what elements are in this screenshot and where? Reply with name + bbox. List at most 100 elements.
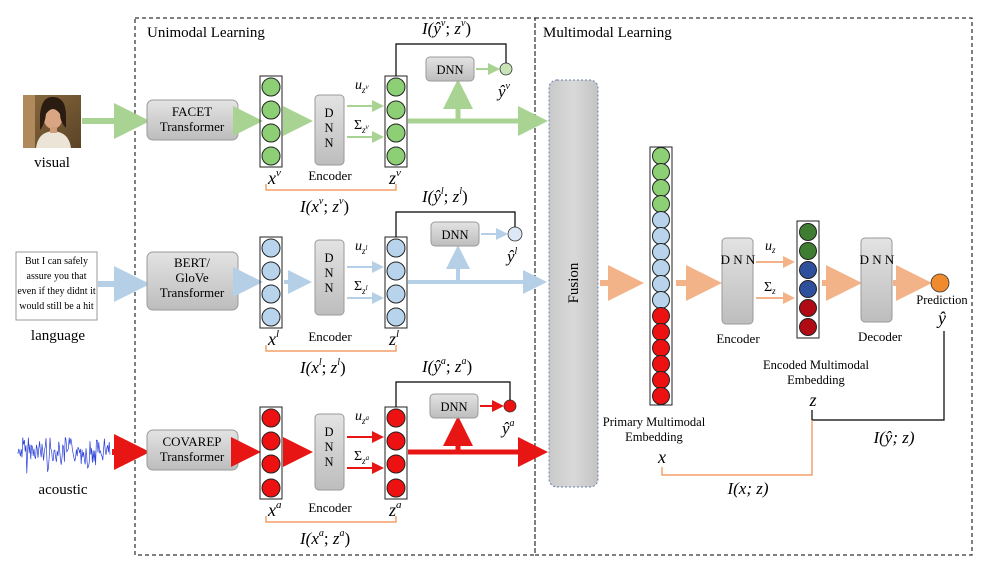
encoded-embedding-unit: [799, 261, 817, 279]
visual-yhat-node: [499, 62, 513, 76]
language-yhat-symbol: ŷl: [505, 246, 518, 266]
language-x-unit: [261, 284, 281, 304]
acoustic-input-label: acoustic: [38, 482, 87, 498]
language-mi-xz-label: I(xl; zl): [299, 357, 346, 377]
encoded-embedding-frame: [796, 220, 820, 339]
language-head-dnn-label: DNN: [441, 228, 468, 242]
language-u-label: uzl: [355, 239, 368, 256]
language-input-text: But I can safely assure you that even if…: [17, 256, 96, 312]
decoder-box: [860, 237, 893, 323]
primary-embedding-unit: [652, 339, 670, 357]
primary-embedding-unit: [652, 227, 670, 245]
acoustic-encoder-box: [314, 413, 345, 491]
visual-head-dnn-label: DNN: [436, 63, 463, 77]
visual-mi-xz-label: I(xv; zv): [299, 196, 349, 216]
primary-embedding-unit: [652, 323, 670, 341]
primary-embedding-unit: [652, 195, 670, 213]
language-mi-xz-bracket: [265, 345, 397, 352]
visual-x-symbol: xv: [267, 167, 281, 188]
visual-z-unit: [386, 123, 406, 143]
language-x-unit: [261, 307, 281, 327]
visual-z-unit: [386, 100, 406, 120]
prediction-label: Prediction: [916, 293, 968, 307]
visual-head-dnn-box: [425, 56, 475, 82]
encoded-z-symbol: z: [808, 390, 816, 410]
visual-x-unit: [261, 77, 281, 97]
visual-x-unit: [261, 146, 281, 166]
language-x-unit: [261, 261, 281, 281]
mm-mi-xz-label: I(x; z): [726, 479, 768, 498]
language-head-dnn-box: [430, 221, 480, 247]
acoustic-z-unit: [386, 431, 406, 451]
acoustic-waveform-trace: [17, 437, 111, 474]
multimodal-frame: [534, 17, 973, 556]
acoustic-head-dnn-label: DNN: [440, 400, 467, 414]
primary-embedding-unit: [652, 355, 670, 373]
acoustic-x-unit: [261, 408, 281, 428]
encoded-embedding-unit: [799, 223, 817, 241]
acoustic-mi-yz-bracket: [395, 381, 511, 407]
acoustic-x-symbol: xa: [267, 499, 282, 520]
acoustic-z-symbol: za: [388, 499, 402, 520]
encoded-embedding-unit: [799, 299, 817, 317]
encoded-embedding-unit: [799, 280, 817, 298]
language-x-unit: [261, 238, 281, 258]
acoustic-x-unit: [261, 454, 281, 474]
mm-mi-yz-bracket: [811, 331, 945, 421]
primary-embedding-unit: [652, 259, 670, 277]
visual-encoder-label: Encoder: [308, 168, 352, 183]
primary-embedding-unit: [652, 163, 670, 181]
language-yhat-node: [507, 226, 523, 242]
multimodal-encoder-dnn: D N N: [721, 252, 756, 267]
visual-x-unit: [261, 123, 281, 143]
language-z-unit: [386, 307, 406, 327]
language-input-box: [15, 251, 98, 321]
acoustic-z-unit: [386, 408, 406, 428]
acoustic-mi-xz-label: I(xa; za): [299, 528, 350, 548]
mm-mi-xz-bracket: [661, 420, 813, 476]
visual-sigma-label: Σzv: [354, 118, 370, 135]
visual-encoder-box: [314, 94, 345, 166]
fusion-block: [548, 79, 599, 488]
acoustic-yhat-symbol: ŷa: [500, 418, 515, 438]
decoder-dnn: D N N: [860, 252, 895, 267]
visual-input-label: visual: [34, 155, 70, 171]
visual-yhat-symbol: ŷv: [496, 81, 511, 101]
acoustic-x-unit: [261, 478, 281, 498]
language-mi-yz-bracket: [395, 211, 516, 237]
mm-u-label: uz: [765, 239, 776, 255]
prediction-yhat-symbol: ŷ: [936, 308, 946, 328]
visual-mi-yz-bracket: [395, 43, 507, 76]
language-z-unit: [386, 284, 406, 304]
language-z-unit: [386, 261, 406, 281]
fusion-label: Fusion: [566, 262, 582, 303]
acoustic-yhat-node: [503, 399, 517, 413]
visual-x-unit: [261, 100, 281, 120]
visual-z-unit: [386, 146, 406, 166]
visual-x-vector-frame: [259, 75, 283, 168]
language-z-symbol: zl: [388, 328, 399, 349]
multimodal-encoder-box: [721, 237, 754, 325]
primary-embedding-unit: [652, 179, 670, 197]
acoustic-z-unit: [386, 454, 406, 474]
visual-u-label: uzv: [355, 78, 370, 95]
language-encoder-label: Encoder: [308, 329, 352, 344]
visual-mi-yz-label: I(ŷv; zv): [421, 18, 471, 38]
encoded-multimodal-embedding: [796, 220, 820, 339]
acoustic-x-vector-frame: [259, 406, 283, 500]
acoustic-z-unit: [386, 478, 406, 498]
multimodal-title: Multimodal Learning: [543, 25, 672, 41]
visual-input-image: [23, 95, 81, 148]
language-sigma-label: Σzl: [354, 279, 368, 296]
primary-embedding-unit: [652, 275, 670, 293]
primary-embedding-unit: [652, 147, 670, 165]
